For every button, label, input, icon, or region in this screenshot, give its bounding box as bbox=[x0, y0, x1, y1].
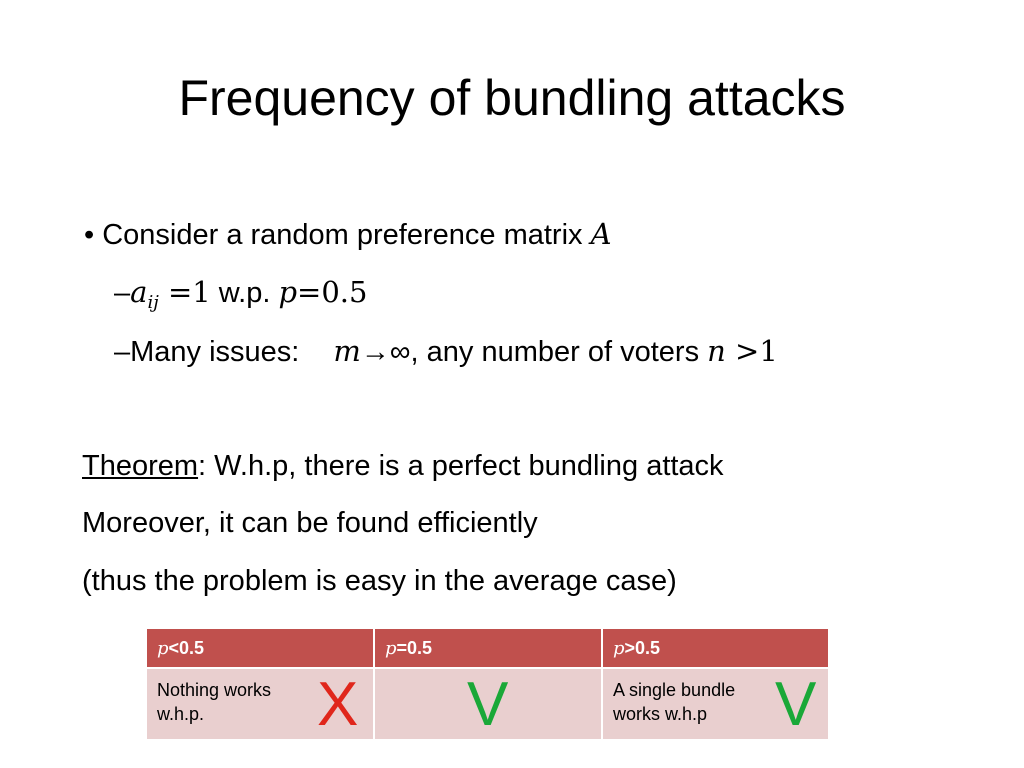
entry-variable: a bbox=[130, 275, 148, 309]
header-p-less: p<0.5 bbox=[145, 627, 375, 669]
cell-text: A single bundle works w.h.p bbox=[613, 680, 736, 724]
check-mark-icon: V bbox=[467, 670, 509, 739]
header-p-greater: p>0.5 bbox=[601, 627, 830, 669]
cell-text: Nothing works w.h.p. bbox=[157, 680, 272, 724]
cell-p-greater: A single bundle works w.h.p V bbox=[601, 667, 830, 741]
theorem-text: : W.h.p, there is a perfect bundling att… bbox=[198, 450, 724, 482]
average-case-line: (thus the problem is easy in the average… bbox=[82, 565, 677, 597]
slide-title: Frequency of bundling attacks bbox=[178, 70, 846, 126]
wp-text: w.p. bbox=[210, 277, 279, 309]
arrow-infinity: →∞ bbox=[360, 336, 411, 368]
bullet-text: • Consider a random preference matrix bbox=[84, 219, 591, 251]
m-variable: m bbox=[333, 334, 361, 368]
p-variable: p bbox=[278, 275, 298, 309]
many-issues-text: –Many issues: bbox=[114, 336, 300, 368]
bullet-many-issues: –Many issues: m→∞, any number of voters n… bbox=[114, 331, 778, 372]
bullet-random-matrix: • Consider a random preference matrix A bbox=[84, 214, 612, 255]
header-p-var: p bbox=[157, 637, 169, 659]
table-row: Nothing works w.h.p. X V A single bundle… bbox=[145, 667, 830, 741]
p-value: =0.5 bbox=[297, 275, 368, 309]
header-p-equal: p=0.5 bbox=[373, 627, 603, 669]
theorem-label: Theorem bbox=[82, 450, 199, 482]
dash: – bbox=[114, 277, 131, 309]
header-cond: <0.5 bbox=[168, 637, 205, 658]
header-cond: =0.5 bbox=[396, 637, 433, 658]
entry-subscript: ij bbox=[147, 292, 159, 313]
entry-equals: =1 bbox=[158, 275, 211, 309]
moreover-line: Moreover, it can be found efficiently bbox=[82, 507, 538, 539]
theorem-line: Theorem: W.h.p, there is a perfect bundl… bbox=[82, 446, 724, 486]
voters-text: , any number of voters bbox=[410, 336, 708, 368]
results-table: p<0.5 p=0.5 p>0.5 Nothing works w.h.p. X… bbox=[145, 627, 830, 741]
cell-p-less: Nothing works w.h.p. X bbox=[145, 667, 375, 741]
cell-p-equal: V bbox=[373, 667, 603, 741]
header-p-var: p bbox=[385, 637, 397, 659]
x-mark-icon: X bbox=[317, 670, 359, 739]
n-variable: n bbox=[707, 334, 726, 368]
check-mark-icon: V bbox=[775, 670, 817, 739]
header-cond: >0.5 bbox=[624, 637, 661, 658]
header-p-var: p bbox=[613, 637, 625, 659]
bullet-probability: –aij =1 w.p. p=0.5 bbox=[114, 272, 367, 323]
n-bound: >1 bbox=[725, 334, 778, 368]
table-header-row: p<0.5 p=0.5 p>0.5 bbox=[145, 627, 830, 669]
matrix-variable: A bbox=[590, 217, 612, 251]
